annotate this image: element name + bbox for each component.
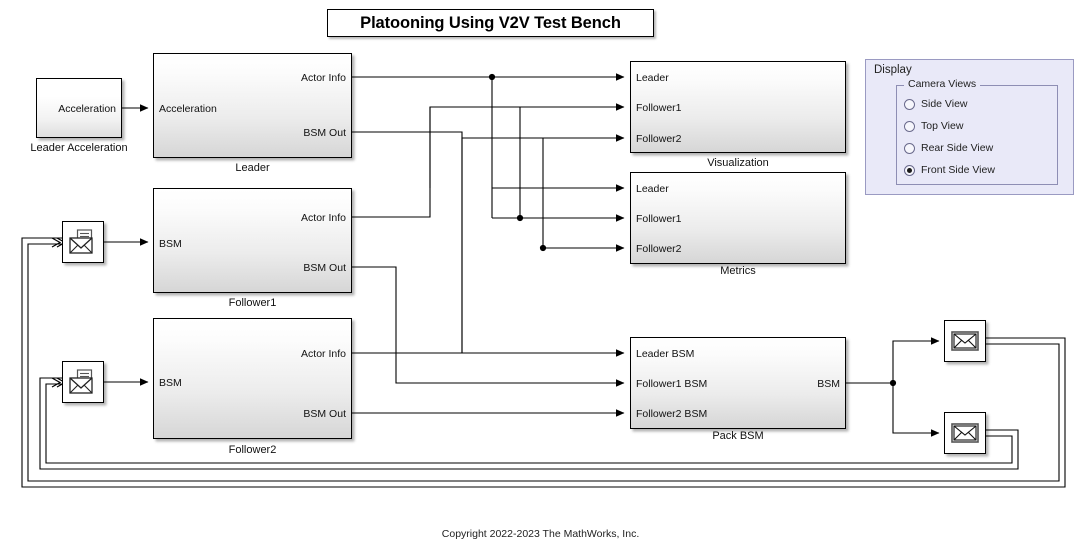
junction-dot [539, 244, 547, 252]
junction-dot [488, 73, 496, 81]
message-receive-icon [69, 229, 93, 254]
label-pack-bsm: Pack BSM [712, 430, 764, 442]
port-out-actor-info: Actor Info [301, 348, 346, 360]
wire-packbsm-to-send-lower [892, 383, 940, 437]
port-out-acceleration: Acceleration [58, 103, 116, 115]
display-panel-title: Display [874, 64, 912, 76]
block-message-send-upper[interactable] [944, 320, 986, 362]
block-message-receive-follower1[interactable] [62, 221, 104, 263]
message-send-icon [951, 423, 979, 443]
block-visualization[interactable]: Leader Follower1 Follower2 [630, 61, 846, 153]
port-in-acceleration: Acceleration [159, 103, 217, 115]
block-leader-acceleration[interactable]: Acceleration [36, 78, 122, 138]
port-in-follower1: Follower1 [636, 102, 682, 114]
radio-icon [904, 120, 915, 132]
radio-label: Rear Side View [921, 142, 994, 154]
radio-label: Front Side View [921, 164, 995, 176]
wire-follower2-actorinfo-to-visualization [352, 134, 625, 354]
radio-label: Side View [921, 98, 968, 110]
label-follower2: Follower2 [228, 444, 277, 456]
radio-icon [904, 98, 915, 110]
port-in-follower1-bsm: Follower1 BSM [636, 378, 708, 390]
port-in-bsm: BSM [159, 238, 182, 250]
radio-top-view[interactable]: Top View [904, 120, 963, 132]
message-send-icon [951, 331, 979, 351]
port-out-bsm-out: BSM Out [303, 127, 346, 139]
port-out-bsm: BSM [817, 378, 840, 390]
block-message-send-lower[interactable] [944, 412, 986, 454]
label-follower1: Follower1 [228, 297, 277, 309]
port-in-follower2: Follower2 [636, 243, 682, 255]
radio-rear-side-view[interactable]: Rear Side View [904, 142, 993, 154]
message-receive-icon [69, 369, 93, 394]
wire-leader-bsmout-to-packbsm [352, 131, 625, 357]
port-in-leader: Leader [636, 72, 669, 84]
port-in-follower2: Follower2 [636, 133, 682, 145]
block-leader[interactable]: Acceleration Actor Info BSM Out [153, 53, 352, 158]
wire-follower1-actorinfo-to-visualization [352, 103, 625, 218]
label-visualization: Visualization [707, 157, 769, 169]
msg-arrow-1a [51, 237, 62, 248]
block-follower2[interactable]: BSM Actor Info BSM Out [153, 318, 352, 439]
radio-icon [904, 142, 915, 154]
block-follower1[interactable]: BSM Actor Info BSM Out [153, 188, 352, 293]
model-title: Platooning Using V2V Test Bench [327, 9, 654, 37]
label-leader-acceleration: Leader Acceleration [30, 142, 128, 154]
port-in-follower2-bsm: Follower2 BSM [636, 408, 708, 420]
port-in-follower1: Follower1 [636, 213, 682, 225]
radio-side-view[interactable]: Side View [904, 98, 968, 110]
port-in-bsm: BSM [159, 377, 182, 389]
port-out-actor-info: Actor Info [301, 212, 346, 224]
block-message-receive-follower2[interactable] [62, 361, 104, 403]
block-pack-bsm[interactable]: Leader BSM Follower1 BSM Follower2 BSM B… [630, 337, 846, 429]
port-out-bsm-out: BSM Out [303, 408, 346, 420]
wire-packbsm-to-send-upper [892, 337, 940, 383]
radio-front-side-view[interactable]: Front Side View [904, 164, 995, 176]
junction-dot [889, 379, 897, 387]
msg-arrow-2a [51, 377, 62, 388]
camera-views-legend: Camera Views [904, 78, 981, 90]
junction-dot [516, 214, 524, 222]
copyright-notice: Copyright 2022-2023 The MathWorks, Inc. [441, 528, 640, 540]
block-metrics[interactable]: Leader Follower1 Follower2 [630, 172, 846, 264]
port-in-leader-bsm: Leader BSM [636, 348, 695, 360]
radio-icon-selected [904, 164, 915, 176]
port-out-bsm-out: BSM Out [303, 262, 346, 274]
port-out-actor-info: Actor Info [301, 72, 346, 84]
port-in-leader: Leader [636, 183, 669, 195]
radio-label: Top View [921, 120, 964, 132]
label-leader: Leader [235, 162, 270, 174]
label-metrics: Metrics [720, 265, 756, 277]
wire-follower1-bsmout-to-packbsm [352, 266, 625, 387]
display-panel: Display Camera Views Side View Top View … [865, 59, 1074, 195]
